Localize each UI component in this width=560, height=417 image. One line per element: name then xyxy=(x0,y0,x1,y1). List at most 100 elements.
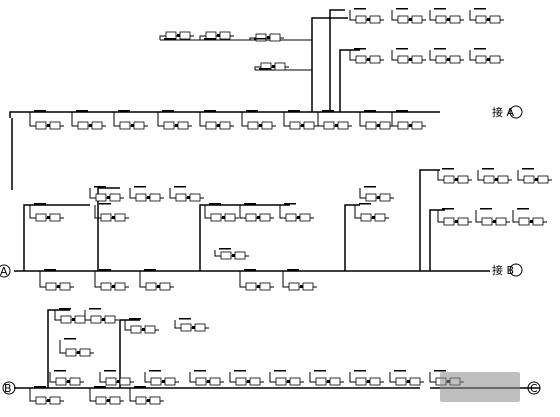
fixture-unit xyxy=(71,110,106,130)
fixture-box xyxy=(149,193,161,202)
fixture-trap xyxy=(447,58,450,61)
fixture-trap xyxy=(272,65,275,68)
fixture-trap xyxy=(217,124,220,127)
fixture-box xyxy=(369,377,381,386)
fixture-box xyxy=(397,121,409,130)
pipe-dim-mark xyxy=(54,370,66,372)
fixture-unit xyxy=(269,370,304,386)
main-pipes xyxy=(9,111,540,389)
pipe-dim-mark xyxy=(64,338,76,340)
fixture-unit xyxy=(279,203,314,222)
fixture-box xyxy=(289,377,301,386)
fixture-unit xyxy=(359,186,394,202)
fixture-trap xyxy=(487,18,490,21)
fixture-trap xyxy=(335,124,338,127)
pipe-dim-mark xyxy=(94,386,106,388)
fixture-trap xyxy=(147,399,150,402)
pipe-dim-mark xyxy=(179,318,191,320)
fixture-trap xyxy=(409,18,412,21)
pipe-dim-mark xyxy=(482,168,494,170)
fixture-box xyxy=(365,193,377,202)
fixture-trap xyxy=(259,124,262,127)
riser-a-circle-left xyxy=(0,264,11,278)
fixture-trap xyxy=(232,254,235,257)
fixture-box xyxy=(205,31,217,40)
pipe-dim-mark xyxy=(219,248,231,250)
pipe-dim-mark xyxy=(284,203,296,205)
fixture-trap xyxy=(175,124,178,127)
fixture-box xyxy=(475,15,487,24)
fixture-unit xyxy=(199,31,234,40)
fixture-unit xyxy=(477,168,512,184)
fixture-unit xyxy=(129,186,164,202)
fixture-trap xyxy=(207,380,210,383)
fixture-box xyxy=(329,377,341,386)
fixture-box xyxy=(443,175,455,184)
fixture-box xyxy=(219,31,231,40)
pipe-dim-mark xyxy=(118,110,130,112)
fixture-box xyxy=(245,282,257,291)
fixture-box xyxy=(95,193,107,202)
pipe-dim-mark xyxy=(246,110,258,112)
fixture-unit xyxy=(229,370,264,386)
fixture-box xyxy=(109,193,121,202)
pipe-dim-mark xyxy=(434,48,446,50)
fixture-unit xyxy=(49,370,84,386)
fixture-trap xyxy=(112,216,115,219)
riser-b-4 xyxy=(344,204,360,271)
fixture-box xyxy=(133,121,145,130)
fixture-box xyxy=(355,377,367,386)
fixture-box xyxy=(497,175,509,184)
fixture-box xyxy=(360,213,372,222)
fixture-box xyxy=(49,121,61,130)
fixture-trap xyxy=(377,124,380,127)
fixture-trap xyxy=(377,196,380,199)
label-riser-a-left: A xyxy=(0,265,8,278)
fixture-trap xyxy=(162,380,165,383)
fixture-unit xyxy=(475,208,510,226)
fixture-unit xyxy=(174,318,209,332)
fixture-box xyxy=(303,121,315,130)
pipe-dim-mark xyxy=(99,269,111,271)
fixture-box xyxy=(337,121,349,130)
fixture-box xyxy=(130,325,142,334)
pipe-dim-mark xyxy=(134,186,146,188)
fixture-unit xyxy=(317,110,352,130)
fixture-unit xyxy=(354,203,389,222)
pipe-dim-mark xyxy=(474,48,486,50)
fixture-unit xyxy=(389,370,424,386)
riser-c-1 xyxy=(47,309,70,388)
fixture-unit xyxy=(469,48,504,64)
fixture-unit xyxy=(29,110,64,130)
fixture-box xyxy=(95,396,107,405)
fixture-box xyxy=(90,315,102,324)
fixture-trap xyxy=(131,124,134,127)
fixture-box xyxy=(374,213,386,222)
riser-labels: 接 A A 接 B B C xyxy=(0,105,541,395)
pipe-dim-mark xyxy=(354,370,366,372)
fixture-box xyxy=(532,217,544,226)
fixture-box xyxy=(495,217,507,226)
fixture-unit xyxy=(157,110,192,130)
fixture-trap xyxy=(247,380,250,383)
fixture-unit xyxy=(437,208,472,226)
fixture-box xyxy=(379,121,391,130)
riser-3 xyxy=(339,49,360,112)
fixture-box xyxy=(179,31,191,40)
pipe-dim-mark xyxy=(287,269,299,271)
watermark-logo xyxy=(440,372,520,402)
riser-2 xyxy=(329,9,345,112)
fixture-trap xyxy=(222,216,225,219)
fixture-box xyxy=(60,315,72,324)
fixture-box xyxy=(275,377,287,386)
fixture-box xyxy=(209,377,221,386)
fixture-box xyxy=(220,251,232,260)
fixture-box xyxy=(259,213,271,222)
pipe-dim-mark xyxy=(129,318,141,320)
pipe-dim-mark xyxy=(522,168,534,170)
fixture-unit xyxy=(99,370,134,386)
fixture-box xyxy=(483,175,495,184)
fixture-trap xyxy=(187,196,190,199)
fixture-box xyxy=(288,282,300,291)
